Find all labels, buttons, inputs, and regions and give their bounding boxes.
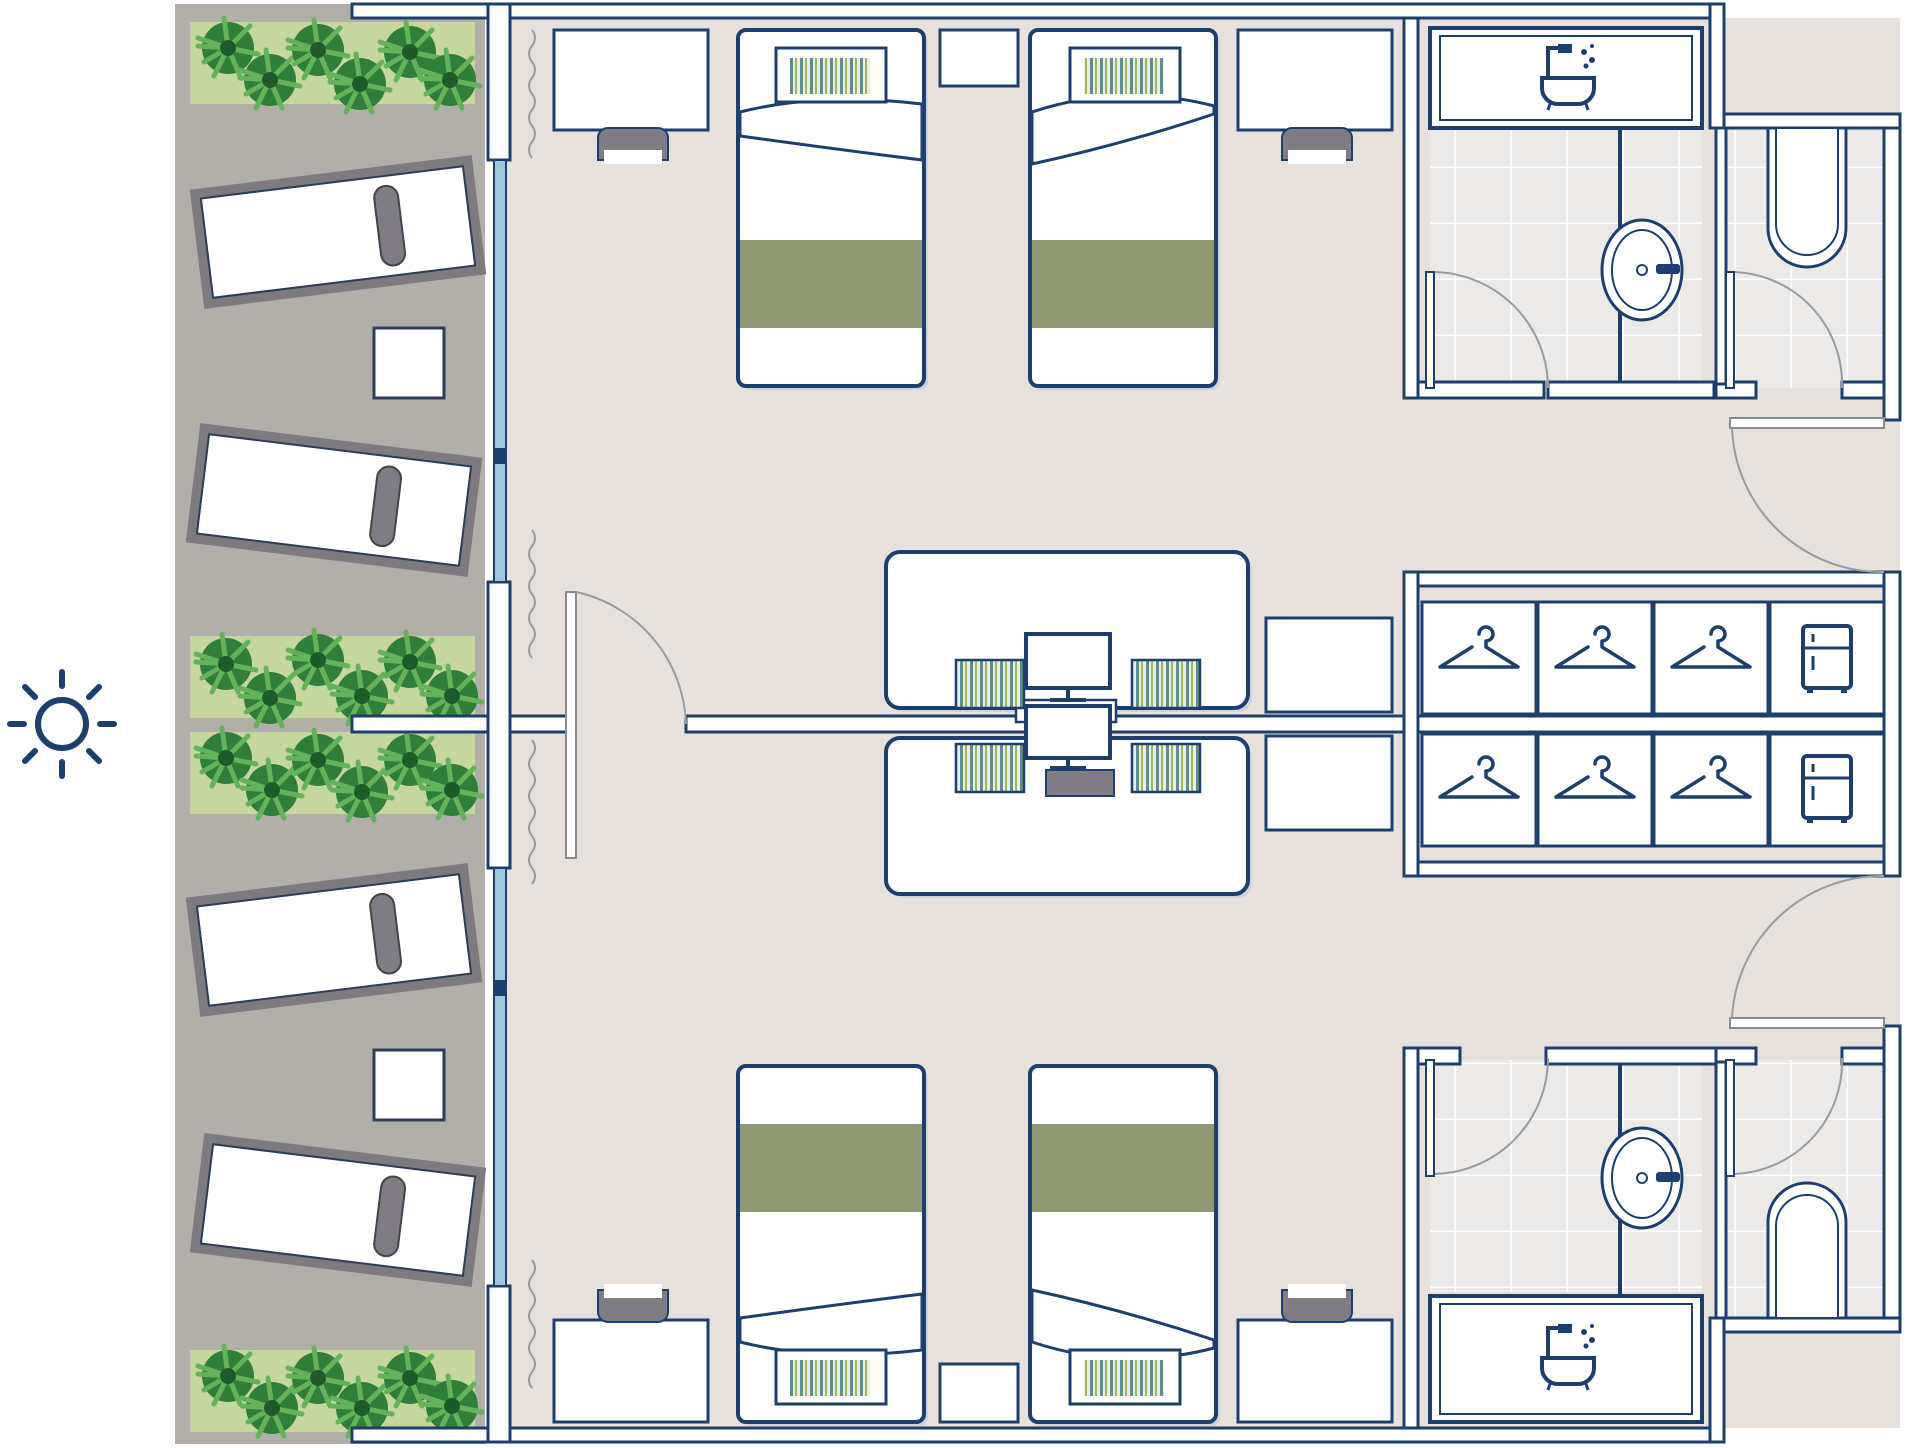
bathtub-top [1428,26,1704,130]
planter-bottom [190,1346,482,1436]
vanity-bottom [1600,1064,1684,1296]
side-table-bottom [372,1048,446,1122]
luggage-rack-bottom [1264,734,1394,832]
window-top [493,159,507,583]
bathtub-bottom [1428,1294,1704,1424]
curtain-bottom [528,1259,536,1389]
curtain-middle [528,529,536,885]
bed-bottom-right [1028,1064,1220,1426]
wardrobe-bottom [1420,732,1886,848]
nightstand [1236,28,1394,132]
desk-chair [954,742,1026,794]
bed-bottom-left [736,1064,928,1426]
bathroom-door-top[interactable] [1431,271,1549,389]
sun-icon [7,669,117,779]
side-table-top [372,326,446,400]
curtain-top [528,29,536,159]
walls [350,2,1902,1444]
window-bottom [493,867,507,1287]
planter-middle-lower [190,728,482,820]
desk-chair [1130,658,1202,710]
toilet-door-bottom[interactable] [1729,1057,1844,1175]
entrance-door-bottom[interactable] [1729,874,1885,1029]
nightstand [938,1362,1020,1424]
minibar-icon [1801,624,1853,695]
nightstand [938,28,1020,88]
vanity-top [1600,128,1684,382]
nightstand [552,1318,710,1424]
desk-chair [1130,742,1202,794]
planter-top [190,18,480,112]
minibar-icon [1801,754,1853,825]
connecting-door[interactable] [565,591,687,859]
toilet-icon [1766,126,1848,269]
nightstand [552,28,710,132]
nightstand [1236,1318,1394,1424]
toilet-door-top[interactable] [1729,271,1844,389]
monitor-icon [1024,704,1112,770]
luggage-rack-top [1264,616,1394,714]
toilet-icon [1766,1181,1848,1320]
desk-chair [954,658,1026,710]
bed-top-right [1028,28,1220,390]
planter-middle-upper [190,630,482,726]
monitor-icon [1024,632,1112,702]
entrance-door-top[interactable] [1729,417,1885,574]
bathroom-door-bottom[interactable] [1431,1057,1549,1175]
wardrobe-top [1420,600,1886,716]
bed-top-left [736,28,928,390]
